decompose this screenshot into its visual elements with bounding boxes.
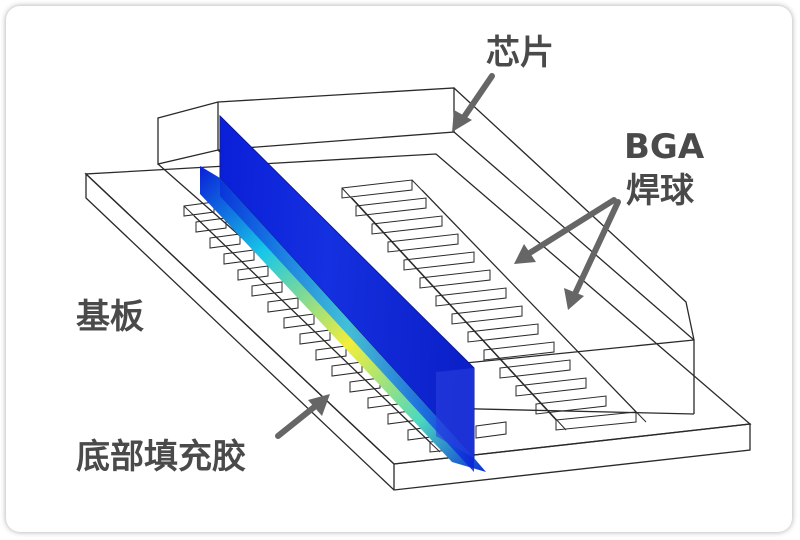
- underfill-arrow-head: [308, 394, 330, 416]
- bga-label-line1: BGA: [624, 127, 705, 167]
- bga-arrow-a-head: [514, 244, 536, 264]
- underfill-arrow: [275, 401, 321, 439]
- chip-arrow-head: [452, 110, 472, 132]
- substrate-label: 基板: [76, 297, 144, 337]
- bga-row-left: [183, 201, 507, 453]
- figure-frame: 芯片 BGA 焊球 基板 底部填充胶: [6, 6, 792, 532]
- underfill-label: 底部填充胶: [76, 437, 246, 477]
- bga-label-line2: 焊球: [626, 171, 694, 211]
- label-arrows: [275, 73, 621, 439]
- substrate-board: [84, 153, 752, 491]
- bga-arrow-b: [571, 199, 621, 299]
- package-diagram: [84, 73, 752, 491]
- chip-arrow: [459, 73, 495, 123]
- bga-arrow-b-head: [564, 288, 584, 310]
- bga-row-right: [341, 179, 647, 431]
- chip-label: 芯片: [486, 33, 554, 73]
- underfill-section: [200, 114, 486, 472]
- bga-arrow-a: [525, 197, 617, 257]
